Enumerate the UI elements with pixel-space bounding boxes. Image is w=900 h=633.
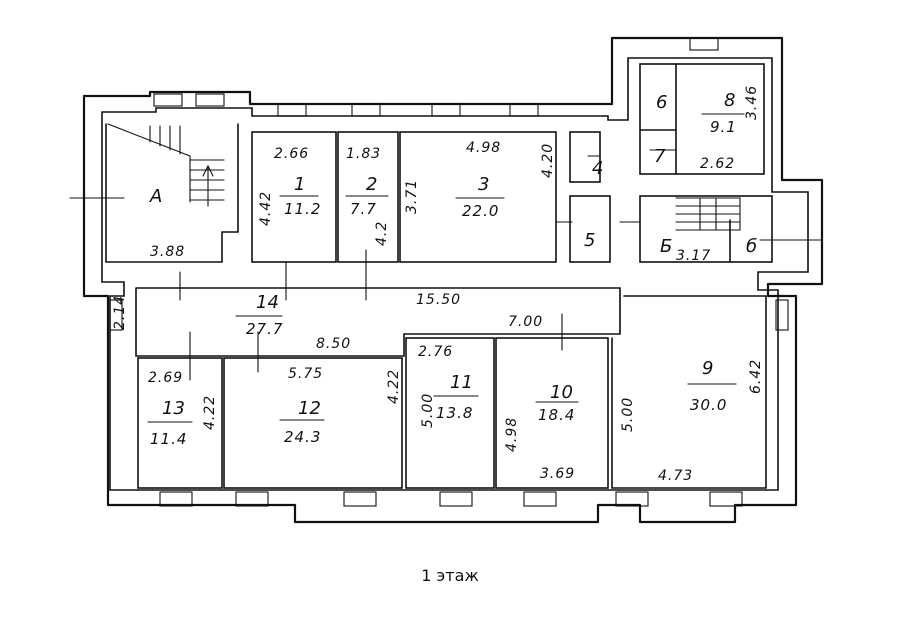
room-1-dim-height: 4.42 (258, 191, 274, 226)
room-label-4: 4 (592, 158, 603, 179)
room-9-dim-right: 6.42 (748, 359, 764, 394)
room-1-dim-width: 2.66 (274, 146, 309, 162)
room-b-dim: 3.17 (676, 248, 711, 264)
room-area-13: 11.4 (150, 430, 187, 448)
room-label-13: 13 (162, 398, 185, 419)
room-area-1: 11.2 (284, 200, 321, 218)
room-label-3: 3 (478, 174, 489, 195)
room-12-dim-height: 4.22 (386, 369, 402, 404)
room-2-dim-width: 1.83 (346, 146, 381, 162)
room-a-dim: 3.88 (150, 244, 185, 260)
corridor-dim-middle: 8.50 (316, 336, 351, 352)
room-labels: А 3.88 1 11.2 2.66 4.42 2 7.7 1.83 4.2 3… (112, 85, 764, 484)
room-area-8: 9.1 (710, 118, 737, 136)
room-label-14: 14 (256, 292, 279, 313)
windows (109, 37, 789, 507)
outer-walls (82, 36, 824, 524)
fraction-bars (147, 113, 745, 423)
room-label-6b: б (746, 236, 757, 257)
floor-caption: 1 этаж (421, 566, 479, 585)
room-2-dim-height: 4.2 (374, 221, 390, 246)
corridor-dim-right: 7.00 (508, 314, 543, 330)
room-label-b: Б (660, 236, 672, 257)
room-area-2: 7.7 (350, 200, 377, 218)
room-area-9: 30.0 (690, 396, 727, 414)
room-label-6: 6 (656, 92, 667, 113)
room-3-dim-width: 4.98 (466, 140, 501, 156)
room-13-dim-width: 2.69 (148, 370, 183, 386)
room-label-7: 7 (654, 146, 666, 167)
stairs (107, 123, 741, 231)
room-area-3: 22.0 (462, 202, 499, 220)
corridor-dim-length: 15.50 (416, 292, 461, 308)
room-label-9: 9 (702, 358, 713, 379)
room-3-dim-right: 4.20 (540, 143, 556, 178)
door-marks (69, 149, 823, 381)
room-label-8: 8 (724, 90, 735, 111)
room-label-1: 1 (294, 174, 305, 195)
room-area-11: 13.8 (436, 404, 473, 422)
room-label-10: 10 (550, 382, 573, 403)
room-area-12: 24.3 (284, 428, 321, 446)
room-label-a: А (149, 186, 162, 207)
room-3-dim-left: 3.71 (404, 179, 420, 214)
room-label-12: 12 (298, 398, 321, 419)
room-area-14: 27.7 (246, 320, 283, 338)
room-11-dim-height: 5.00 (420, 393, 436, 428)
room-11-dim-width: 2.76 (418, 344, 453, 360)
corridor-dim-side: 2.14 (112, 295, 128, 330)
room-13-dim-height: 4.22 (202, 395, 218, 430)
room-10-dim-side: 4.98 (504, 417, 520, 452)
room-label-2: 2 (366, 174, 377, 195)
room-8-dim-side: 3.46 (744, 85, 760, 120)
room-10-dim-bottom: 3.69 (540, 466, 575, 482)
room-label-5: 5 (584, 230, 595, 251)
room-9-dim-bottom: 4.73 (658, 468, 693, 484)
room-9-dim-left: 5.00 (620, 397, 636, 432)
room-8-dim-bottom: 2.62 (700, 156, 735, 172)
room-area-10: 18.4 (538, 406, 575, 424)
room-label-11: 11 (450, 372, 473, 393)
room-12-dim-width: 5.75 (288, 366, 323, 382)
